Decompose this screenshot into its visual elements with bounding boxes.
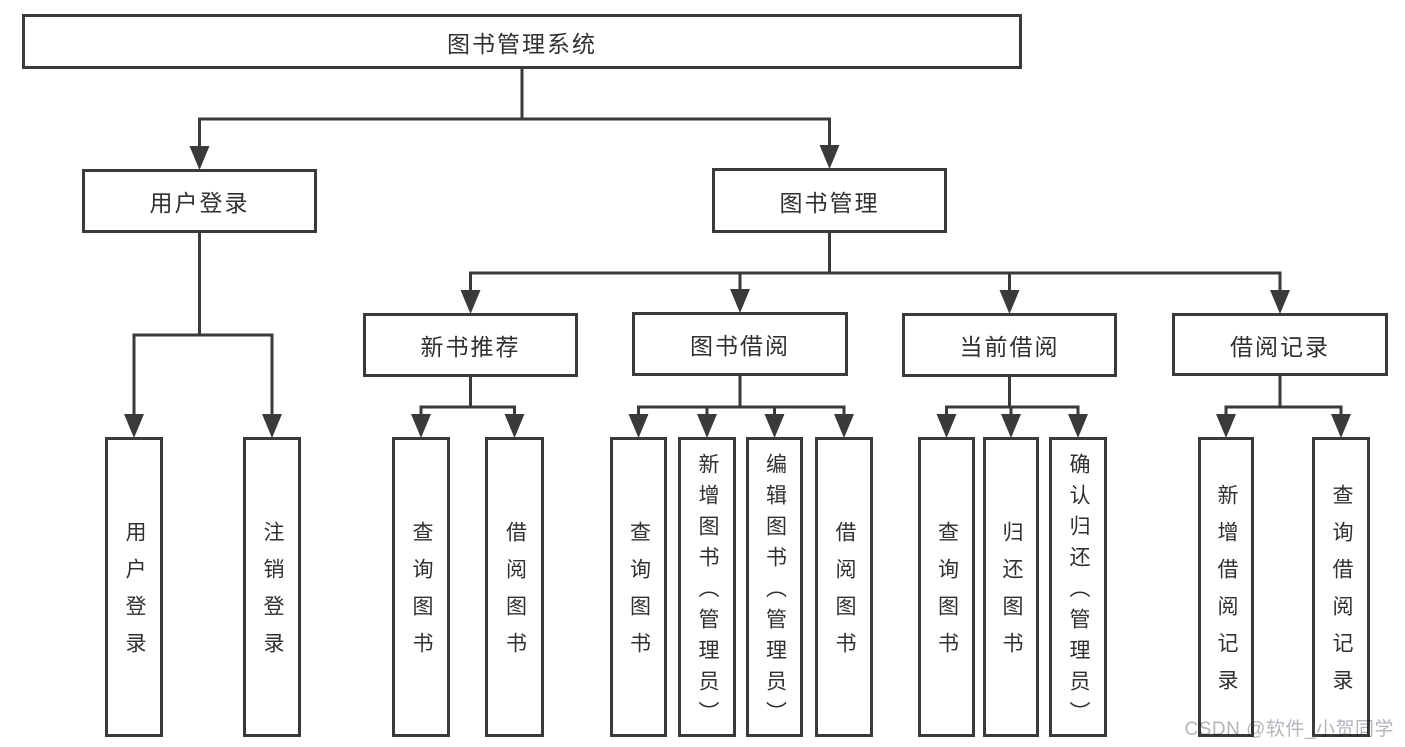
arrowhead — [189, 146, 210, 170]
node-label-root: 图书管理系统 — [447, 30, 597, 57]
arrowhead — [504, 414, 525, 438]
arrowhead — [1001, 414, 1021, 438]
node-label-logout: 注销登录 — [261, 521, 284, 669]
node-label-borrowing-records: 借阅记录 — [1230, 333, 1330, 360]
arrowhead — [730, 289, 750, 313]
arrowhead — [1270, 290, 1290, 314]
node-root: 图书管理系统 — [22, 14, 1022, 69]
node-user-login-group: 用户登录 — [82, 169, 317, 233]
connector-line — [198, 69, 831, 153]
node-label-bb-edit-books: 编辑图书（管理员） — [763, 452, 787, 732]
edge-book-management — [460, 233, 1290, 314]
connector-line — [637, 376, 846, 421]
arrowhead — [460, 290, 481, 314]
node-new-book-recommend: 新书推荐 — [363, 313, 578, 377]
arrowhead — [262, 414, 282, 438]
node-current-borrowing: 当前借阅 — [902, 313, 1117, 377]
node-label-book-management: 图书管理 — [779, 189, 880, 216]
node-label-cb-query-books: 查询图书 — [935, 521, 959, 669]
node-borrowing-records: 借阅记录 — [1172, 313, 1388, 376]
node-label-br-query-records: 查询借阅记录 — [1330, 484, 1353, 706]
edge-root — [189, 69, 840, 170]
edge-current-borrowing — [936, 377, 1088, 438]
arrowhead — [764, 414, 785, 438]
node-label-nb-borrow-books: 借阅图书 — [503, 521, 527, 669]
node-label-user-login: 用户登录 — [123, 521, 146, 669]
node-cb-confirm-return: 确认归还（管理员） — [1049, 437, 1107, 737]
connector-line — [469, 233, 1282, 297]
arrowhead — [697, 414, 717, 438]
arrowhead — [1068, 414, 1088, 438]
node-book-borrowing: 图书借阅 — [632, 312, 848, 376]
node-label-cb-confirm-return: 确认归还（管理员） — [1067, 452, 1090, 732]
edge-new-book-recommend — [411, 377, 525, 438]
node-label-new-book-recommend: 新书推荐 — [420, 334, 521, 360]
node-nb-query-books: 查询图书 — [392, 437, 450, 737]
node-br-add-records: 新增借阅记录 — [1198, 437, 1254, 737]
node-label-cb-return-books: 归还图书 — [1000, 521, 1023, 669]
node-user-login: 用户登录 — [105, 437, 163, 737]
node-bb-query-books: 查询图书 — [610, 437, 667, 737]
node-br-query-records: 查询借阅记录 — [1312, 437, 1370, 737]
node-bb-add-books: 新增图书（管理员） — [678, 437, 736, 737]
node-label-bb-add-books: 新增图书（管理员） — [696, 452, 719, 732]
node-book-management: 图书管理 — [712, 168, 947, 233]
edge-user-login-group — [124, 233, 282, 438]
node-bb-borrow-books: 借阅图书 — [815, 437, 873, 737]
node-cb-query-books: 查询图书 — [918, 437, 975, 737]
edge-borrowing-records — [1216, 376, 1351, 438]
node-label-current-borrowing: 当前借阅 — [959, 334, 1060, 360]
connector-line — [419, 377, 516, 421]
node-label-br-add-records: 新增借阅记录 — [1215, 484, 1238, 706]
arrowhead — [628, 414, 649, 438]
node-bb-edit-books: 编辑图书（管理员） — [746, 437, 803, 737]
arrowhead — [936, 414, 957, 438]
watermark: CSDN @软件_小贺同学 — [1184, 719, 1394, 740]
arrowhead — [1331, 414, 1351, 438]
arrowhead — [834, 414, 854, 438]
node-label-book-borrowing: 图书借阅 — [690, 333, 790, 359]
node-label-bb-borrow-books: 借阅图书 — [833, 521, 856, 669]
node-label-user-login-group: 用户登录 — [149, 190, 250, 216]
node-label-nb-query-books: 查询图书 — [410, 521, 433, 669]
connector-line — [132, 233, 274, 421]
edge-book-borrowing — [628, 376, 854, 438]
arrowhead — [124, 414, 144, 438]
node-label-bb-query-books: 查询图书 — [627, 521, 651, 669]
arrowhead — [1216, 414, 1236, 438]
node-nb-borrow-books: 借阅图书 — [485, 437, 544, 737]
arrowhead — [999, 290, 1020, 314]
connector-line — [1224, 376, 1343, 421]
arrowhead — [411, 414, 431, 438]
node-logout: 注销登录 — [243, 437, 301, 737]
arrowhead — [819, 145, 840, 169]
node-cb-return-books: 归还图书 — [983, 437, 1039, 737]
